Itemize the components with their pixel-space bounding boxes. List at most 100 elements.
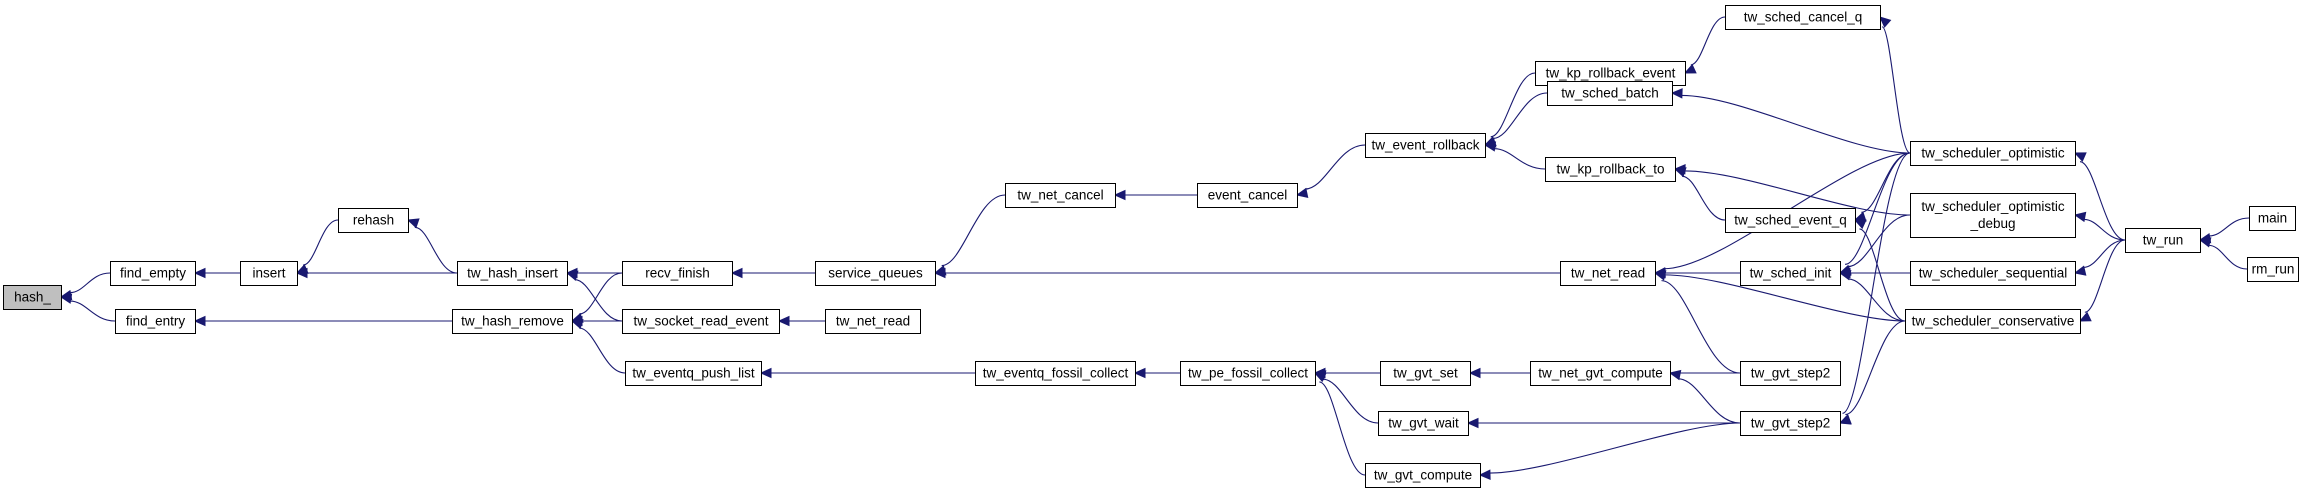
edge-tw-eventq-push-list-to-tw-hash-remove bbox=[570, 319, 626, 374]
edge-line bbox=[1492, 92, 1548, 140]
node-tw-net-read-a[interactable]: tw_net_read bbox=[1560, 261, 1656, 286]
node-label: tw_scheduler_optimistic bbox=[1921, 146, 2065, 161]
node-box bbox=[115, 309, 196, 334]
node-box bbox=[1740, 261, 1841, 286]
node-tw-gvt-compute[interactable]: tw_gvt_compute bbox=[1365, 463, 1481, 488]
node-box bbox=[1005, 183, 1116, 208]
node-insert[interactable]: insert bbox=[240, 261, 298, 286]
node-label: tw_kp_rollback_event bbox=[1546, 66, 1676, 81]
node-tw-scheduler-optimistic[interactable]: tw_scheduler_optimistic bbox=[1910, 141, 2076, 166]
node-recv-finish[interactable]: recv_finish bbox=[622, 261, 733, 286]
node-label: tw_gvt_step2 bbox=[1751, 366, 1831, 381]
edge-rm-run-to-tw-run bbox=[2198, 237, 2248, 270]
node-rehash[interactable]: rehash bbox=[338, 208, 409, 233]
edge-tw-scheduler-optimistic-to-tw-sched-batch bbox=[1670, 88, 1911, 154]
node-label: tw_net_read bbox=[1571, 266, 1645, 281]
node-tw-run[interactable]: tw_run bbox=[2125, 228, 2201, 253]
edge-line bbox=[1881, 26, 1911, 154]
node-label: recv_finish bbox=[645, 266, 710, 281]
node-tw-sched-event-q[interactable]: tw_sched_event_q bbox=[1725, 208, 1856, 233]
arrowhead-icon bbox=[193, 315, 206, 327]
node-box bbox=[1547, 81, 1673, 106]
node-hash[interactable]: hash_ bbox=[3, 285, 62, 310]
node-box bbox=[1725, 208, 1856, 233]
node-tw-event-rollback[interactable]: tw_event_rollback bbox=[1365, 133, 1486, 158]
arrowhead-icon bbox=[1670, 88, 1683, 99]
node-main[interactable]: main bbox=[2249, 206, 2296, 231]
edge-line bbox=[1661, 280, 1741, 374]
node-tw-gvt-set[interactable]: tw_gvt_set bbox=[1380, 361, 1471, 386]
node-tw-hash-insert[interactable]: tw_hash_insert bbox=[457, 261, 568, 286]
node-box bbox=[622, 309, 780, 334]
node-label: _debug bbox=[1969, 216, 2015, 231]
edge-tw-gvt-step2-b-to-tw-gvt-wait bbox=[1466, 417, 1740, 429]
node-find-empty[interactable]: find_empty bbox=[110, 261, 196, 286]
node-rm-run[interactable]: rm_run bbox=[2247, 257, 2299, 282]
node-tw-scheduler-conservative[interactable]: tw_scheduler_conservative bbox=[1905, 309, 2081, 334]
edge-line bbox=[574, 279, 623, 322]
node-tw-eventq-fossil-collect[interactable]: tw_eventq_fossil_collect bbox=[975, 361, 1136, 386]
node-tw-scheduler-sequential[interactable]: tw_scheduler_sequential bbox=[1910, 261, 2076, 286]
edge-line bbox=[1490, 72, 1536, 138]
node-tw-sched-cancel-q[interactable]: tw_sched_cancel_q bbox=[1725, 5, 1881, 30]
node-box bbox=[825, 309, 921, 334]
node-box bbox=[1560, 261, 1656, 286]
node-tw-hash-remove[interactable]: tw_hash_remove bbox=[452, 309, 573, 334]
edge-tw-scheduler-conservative-to-tw-sched-event-q bbox=[1853, 219, 1906, 322]
node-label: tw_net_cancel bbox=[1017, 188, 1103, 203]
node-tw-socket-read-event[interactable]: tw_socket_read_event bbox=[622, 309, 780, 334]
arrowhead-icon bbox=[1466, 417, 1479, 429]
node-find-entry[interactable]: find_entry bbox=[115, 309, 196, 334]
node-box bbox=[1180, 361, 1316, 386]
node-label: tw_net_read bbox=[836, 314, 910, 329]
arrowhead-icon bbox=[777, 315, 790, 327]
edge-tw-run-to-tw-scheduler-optimistic bbox=[2073, 152, 2126, 241]
edge-tw-sched-batch-to-tw-event-rollback bbox=[1483, 92, 1548, 148]
node-tw-kp-rollback-to[interactable]: tw_kp_rollback_to bbox=[1545, 157, 1676, 182]
arrowhead-icon bbox=[1295, 187, 1309, 199]
node-tw-net-read-b[interactable]: tw_net_read bbox=[825, 309, 921, 334]
edge-line bbox=[1678, 378, 1741, 424]
node-label: rm_run bbox=[2252, 262, 2295, 277]
node-label: tw_gvt_wait bbox=[1388, 416, 1459, 431]
edge-tw-net-read-b-to-tw-socket-read-event bbox=[777, 315, 825, 327]
edge-tw-run-to-tw-scheduler-conservative bbox=[2078, 239, 2126, 322]
node-label: tw_scheduler_optimistic bbox=[1921, 199, 2065, 214]
arrowhead-icon bbox=[1668, 369, 1682, 381]
node-tw-scheduler-optimistic-debug[interactable]: tw_scheduler_optimistic _debug bbox=[1910, 193, 2076, 238]
edge-tw-kp-rollback-to-to-tw-event-rollback bbox=[1483, 141, 1546, 170]
node-label: hash_ bbox=[14, 290, 51, 305]
node-tw-gvt-step2-b[interactable]: tw_gvt_step2 bbox=[1740, 411, 1841, 436]
node-label: tw_net_gvt_compute bbox=[1538, 366, 1663, 381]
edge-tw-run-to-tw-scheduler-sequential bbox=[2073, 239, 2126, 276]
node-tw-net-gvt-compute[interactable]: tw_net_gvt_compute bbox=[1530, 361, 1671, 386]
edge-tw-run-to-tw-scheduler-optimistic-debug bbox=[2073, 211, 2126, 241]
node-box bbox=[1740, 411, 1841, 436]
edge-tw-event-rollback-to-event-cancel bbox=[1295, 144, 1366, 199]
node-event-cancel[interactable]: event_cancel bbox=[1197, 183, 1298, 208]
node-tw-gvt-wait[interactable]: tw_gvt_wait bbox=[1378, 411, 1469, 436]
node-tw-pe-fossil-collect[interactable]: tw_pe_fossil_collect bbox=[1180, 361, 1316, 386]
edge-tw-gvt-step2-b-to-tw-gvt-compute bbox=[1478, 422, 1741, 480]
arrowhead-icon bbox=[1483, 141, 1497, 152]
edge-tw-socket-read-event-to-tw-hash-insert bbox=[565, 270, 623, 322]
node-tw-net-cancel[interactable]: tw_net_cancel bbox=[1005, 183, 1116, 208]
node-tw-gvt-step2-a[interactable]: tw_gvt_step2 bbox=[1740, 361, 1841, 386]
edge-service-queues-to-recv-finish bbox=[730, 267, 815, 279]
edge-tw-gvt-wait-to-tw-pe-fossil-collect bbox=[1313, 370, 1379, 424]
arrowhead-icon bbox=[2073, 265, 2087, 276]
edge-tw-hash-insert-to-insert bbox=[295, 267, 457, 279]
edge-tw-gvt-step2-b-to-tw-net-gvt-compute bbox=[1668, 369, 1741, 424]
node-tw-sched-batch[interactable]: tw_sched_batch bbox=[1547, 81, 1673, 106]
arrowhead-icon bbox=[1879, 16, 1892, 28]
edge-line bbox=[70, 300, 116, 322]
edge-event-cancel-to-tw-net-cancel bbox=[1113, 189, 1197, 201]
node-tw-sched-init[interactable]: tw_sched_init bbox=[1740, 261, 1841, 286]
arrowhead-icon bbox=[1468, 367, 1481, 379]
node-box bbox=[1197, 183, 1298, 208]
arrowhead-icon bbox=[759, 367, 772, 379]
edge-find-entry-to-hash bbox=[59, 293, 116, 322]
node-tw-eventq-push-list[interactable]: tw_eventq_push_list bbox=[625, 361, 762, 386]
node-service-queues[interactable]: service_queues bbox=[815, 261, 936, 286]
node-box bbox=[1725, 5, 1881, 30]
